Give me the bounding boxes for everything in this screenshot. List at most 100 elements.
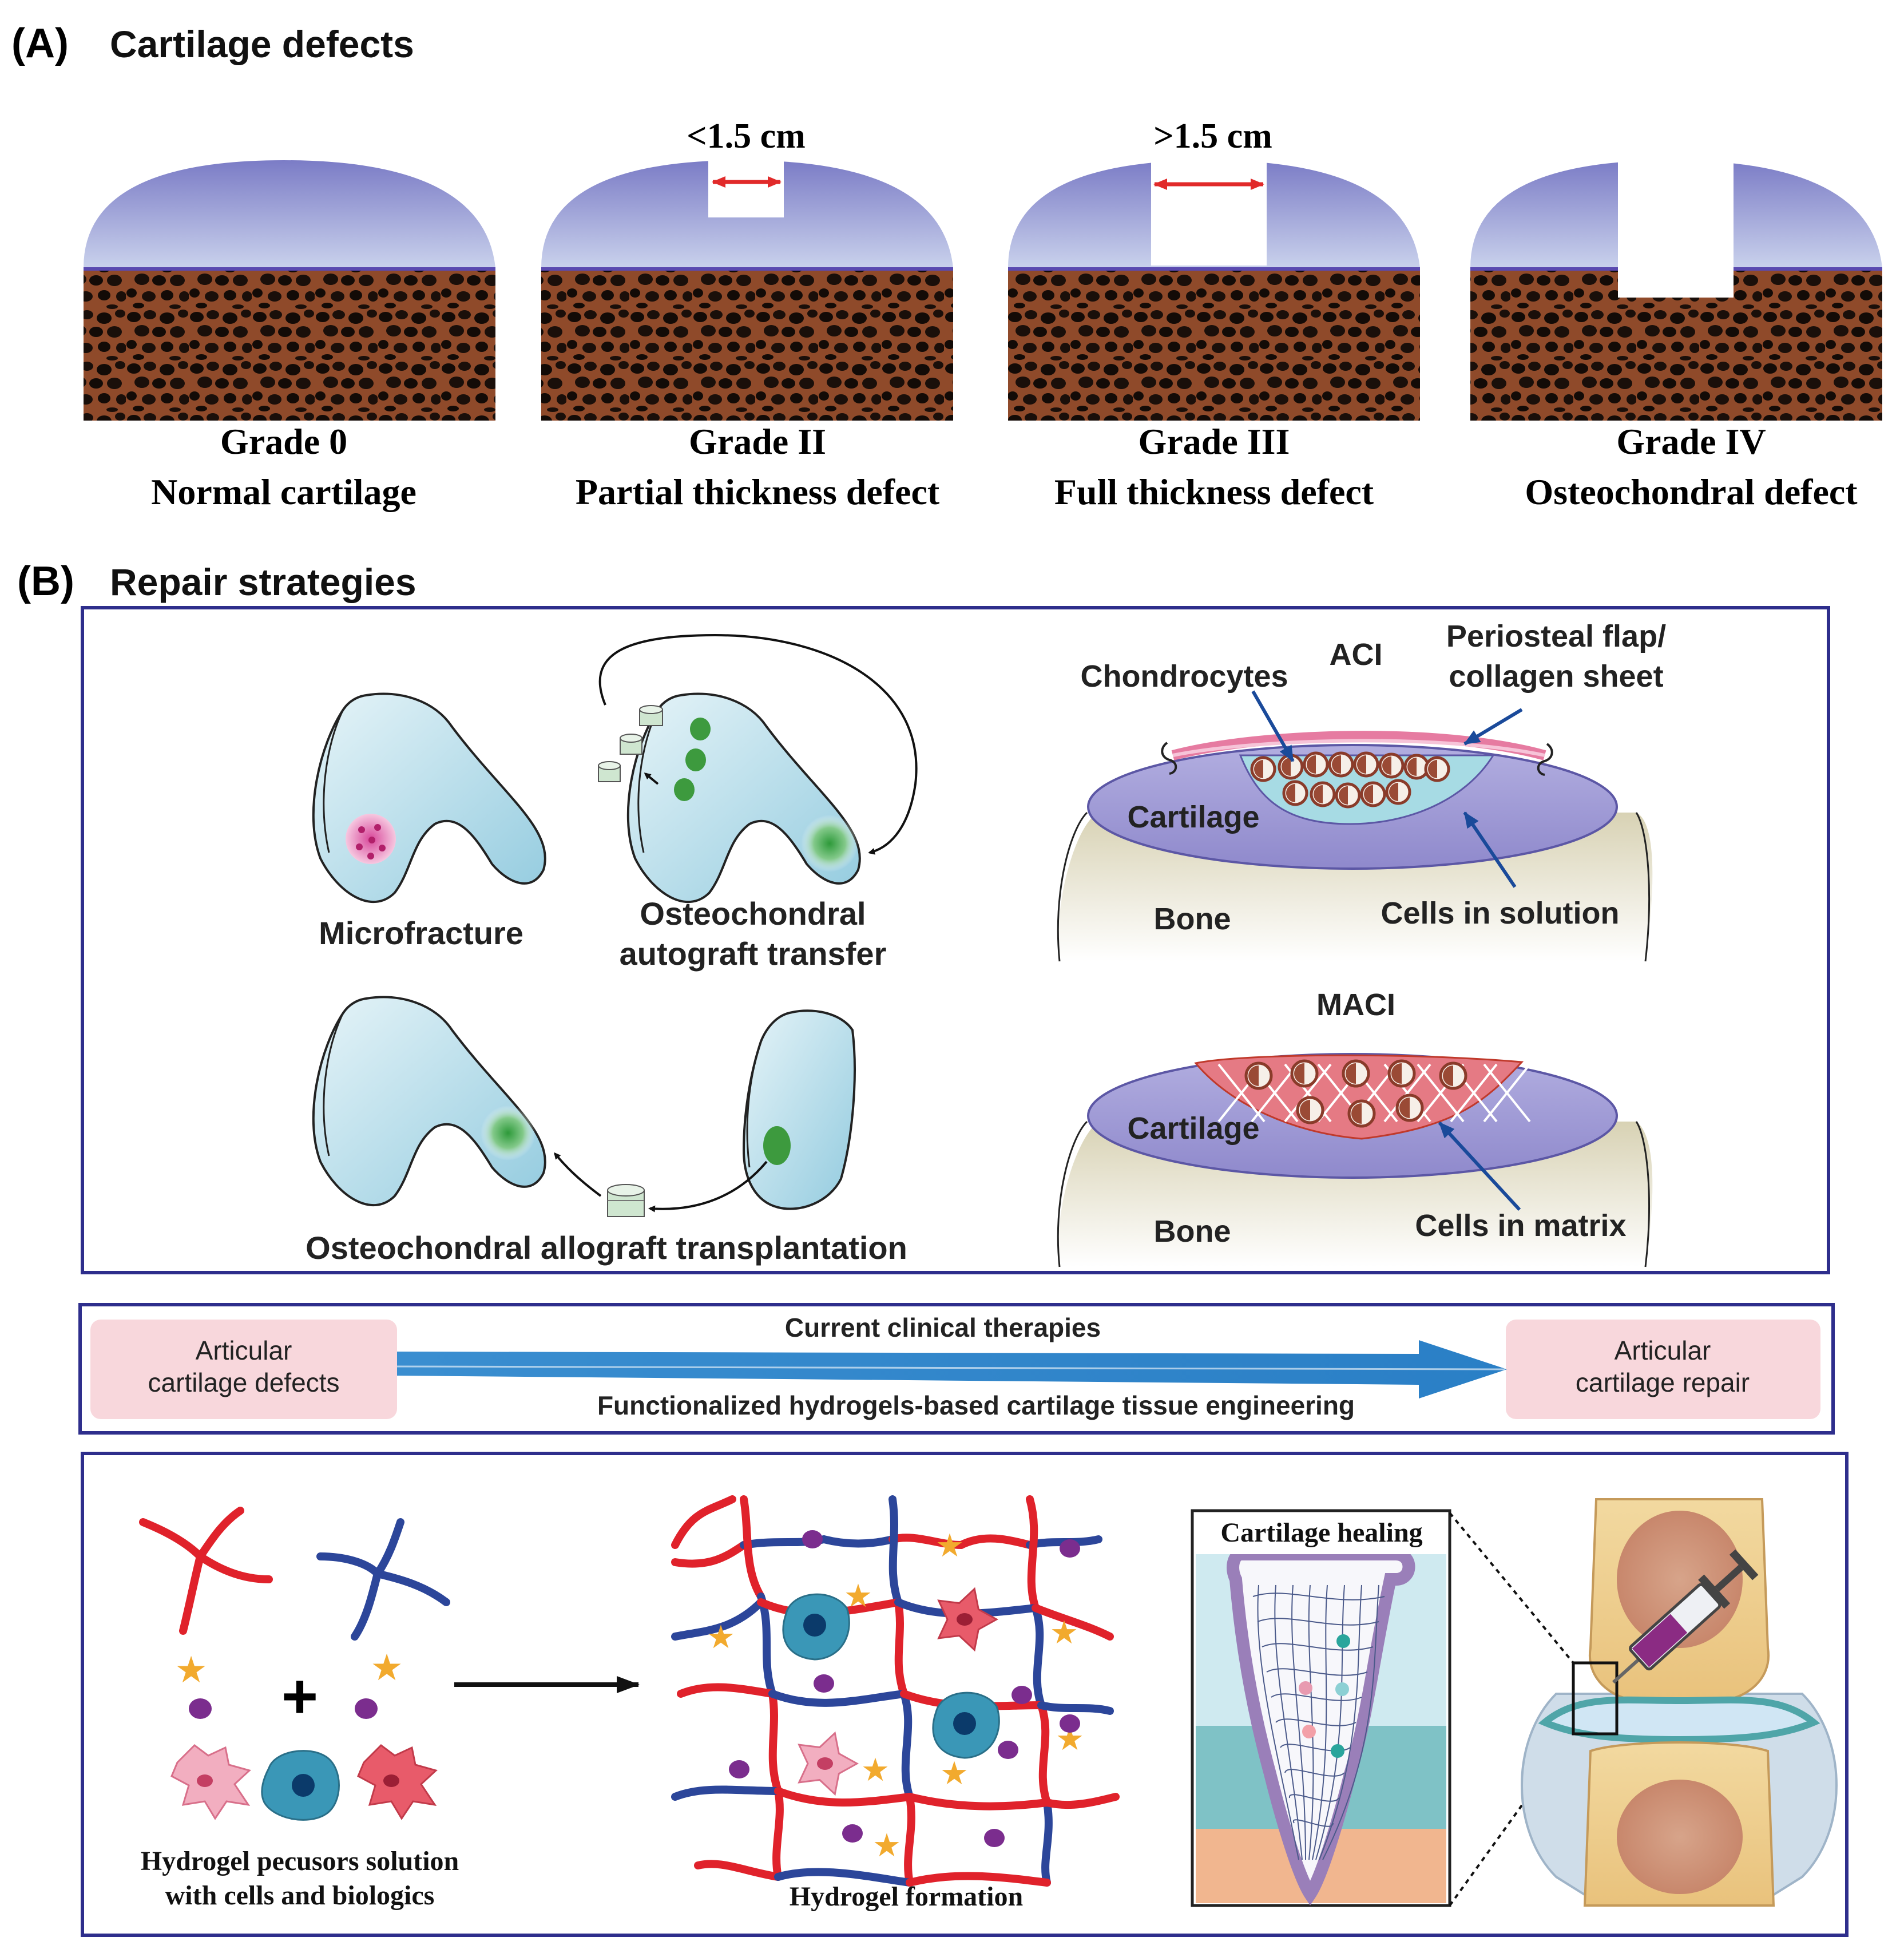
suture-right — [1537, 743, 1553, 776]
precursor-label-2: with cells and biologics — [165, 1880, 435, 1911]
red-polymer — [1026, 1495, 1040, 1612]
chondrocyte-icon — [1360, 781, 1386, 807]
aci-diagram: ACI Chondrocytes Periosteal flap/ collag… — [1057, 619, 1666, 962]
mf-dot — [367, 853, 374, 859]
star-icon: ★ — [940, 1755, 969, 1792]
mf-dot — [358, 826, 365, 833]
maci-cells-label: Cells in matrix — [1415, 1209, 1626, 1243]
cell-nucleus — [953, 1712, 976, 1735]
inset-cell — [1299, 1681, 1312, 1695]
donor-site — [674, 778, 695, 801]
inset-cell — [1335, 1682, 1349, 1696]
flap-arrow — [1463, 708, 1523, 746]
plus-sign: + — [281, 1661, 318, 1732]
graft-site — [481, 1106, 536, 1160]
maci-diagram: MACI Cartilage Bone Cells in matrix — [1057, 988, 1653, 1267]
bone-layer — [1008, 271, 1420, 421]
star-icon: ★ — [844, 1578, 872, 1615]
condyle-shape — [742, 1009, 856, 1210]
panel-a-letter: (A) — [11, 21, 69, 66]
hydrogel-frame — [81, 1452, 1849, 1937]
mesh-fiber — [1322, 1584, 1379, 1860]
hydrogel-network: ★★★★★★★★ — [671, 1495, 1120, 1887]
mf-dot — [379, 845, 386, 851]
bone-layer — [84, 271, 495, 421]
red-polymer — [694, 1860, 782, 1881]
oat-transfer-arrow — [598, 633, 918, 855]
formation-label: Hydrogel formation — [790, 1881, 1023, 1912]
femur-edge — [323, 1012, 344, 1156]
biologic-dot — [814, 1674, 834, 1693]
bone-edge-right — [1635, 1121, 1650, 1267]
panel-b-title: Repair strategies — [110, 561, 416, 603]
mesh-fiber — [1257, 1618, 1379, 1626]
chondrocyte-icon — [1244, 1061, 1273, 1090]
red-polymer — [1032, 1604, 1114, 1641]
red-polymer — [139, 1507, 273, 1635]
repair-label-2: cartilage repair — [1576, 1368, 1750, 1397]
mesh-fiber — [1262, 1643, 1374, 1651]
microfracture-femur — [312, 692, 546, 904]
biologic-dot — [729, 1760, 749, 1778]
network-cells-biologics: ★★★★★★★★ — [707, 1527, 1084, 1864]
chondrocyte-icon — [1385, 779, 1411, 805]
mesh-fiber — [1292, 1819, 1334, 1827]
precursors-group: ★ ★ + — [139, 1507, 450, 1821]
zoom-line-top — [1449, 1512, 1574, 1664]
allograft-arrow-2 — [554, 1152, 602, 1197]
red-polymer — [957, 1534, 1034, 1549]
flow-top-label: Current clinical therapies — [785, 1313, 1101, 1342]
femur-edge — [323, 709, 344, 853]
biologic-dot — [842, 1824, 863, 1843]
grade-4-label: Grade IV — [1616, 421, 1766, 462]
microfracture-label: Microfracture — [319, 915, 523, 951]
healing-inset: Cartilage healing — [1191, 1509, 1451, 1907]
maci-cartilage-label: Cartilage — [1127, 1111, 1259, 1146]
flow-frame — [78, 1303, 1835, 1435]
red-polymer — [904, 1793, 915, 1887]
chondrocyte-icon — [1342, 1059, 1370, 1088]
mesh-fiber — [1274, 1584, 1303, 1860]
cell-nucleus — [803, 1614, 826, 1637]
aci-cells — [1250, 751, 1450, 809]
mf-dot — [368, 837, 375, 843]
blue-polymer — [820, 1535, 897, 1548]
mesh-fiber — [1284, 1769, 1345, 1777]
biologic-dot — [1060, 1714, 1080, 1733]
grade-3-block — [1008, 154, 1420, 421]
defects-label-1: Articular — [196, 1336, 292, 1365]
chondrocyte-icon — [1303, 751, 1329, 778]
defect-hole — [708, 154, 784, 217]
repair-label-1: Articular — [1615, 1336, 1711, 1365]
flow-arrow — [397, 1340, 1507, 1399]
biologic-dot — [1060, 1539, 1080, 1558]
allograft-label: Osteochondral allograft transplantation — [306, 1230, 907, 1266]
blue-polymer — [774, 1868, 914, 1887]
cells-solution-arrow — [1463, 811, 1517, 888]
donor-plug-site — [763, 1126, 791, 1165]
grade-0-block — [84, 160, 495, 421]
allograft-arrow-1 — [648, 1160, 768, 1213]
mesh-fiber — [1275, 1718, 1356, 1726]
mesh-fiber — [1319, 1584, 1362, 1860]
star-icon: ★ — [370, 1647, 403, 1688]
biologic-dot — [1011, 1686, 1032, 1704]
flow-bottom-label: Functionalized hydrogels-based cartilage… — [597, 1390, 1355, 1420]
syringe-icon — [1612, 1549, 1759, 1684]
allograft-femur — [312, 996, 546, 1207]
biologic-dot — [802, 1530, 823, 1548]
grade-2-block — [541, 154, 953, 421]
flap-label-1: Periosteal flap/ — [1446, 619, 1666, 653]
maci-title: MACI — [1316, 988, 1395, 1022]
femur-shape — [312, 996, 546, 1207]
grade-3-desc: Full thickness defect — [1054, 472, 1374, 512]
bone-edge-left — [1057, 1120, 1088, 1267]
flap-highlight — [1172, 739, 1545, 757]
blue-polymer — [671, 1785, 782, 1801]
chondrocyte-icon — [1387, 1059, 1416, 1088]
healing-label: Cartilage healing — [1220, 1518, 1422, 1548]
chondrocyte-icon — [1347, 1099, 1376, 1128]
chondrocytes-label: Chondrocytes — [1080, 659, 1288, 694]
